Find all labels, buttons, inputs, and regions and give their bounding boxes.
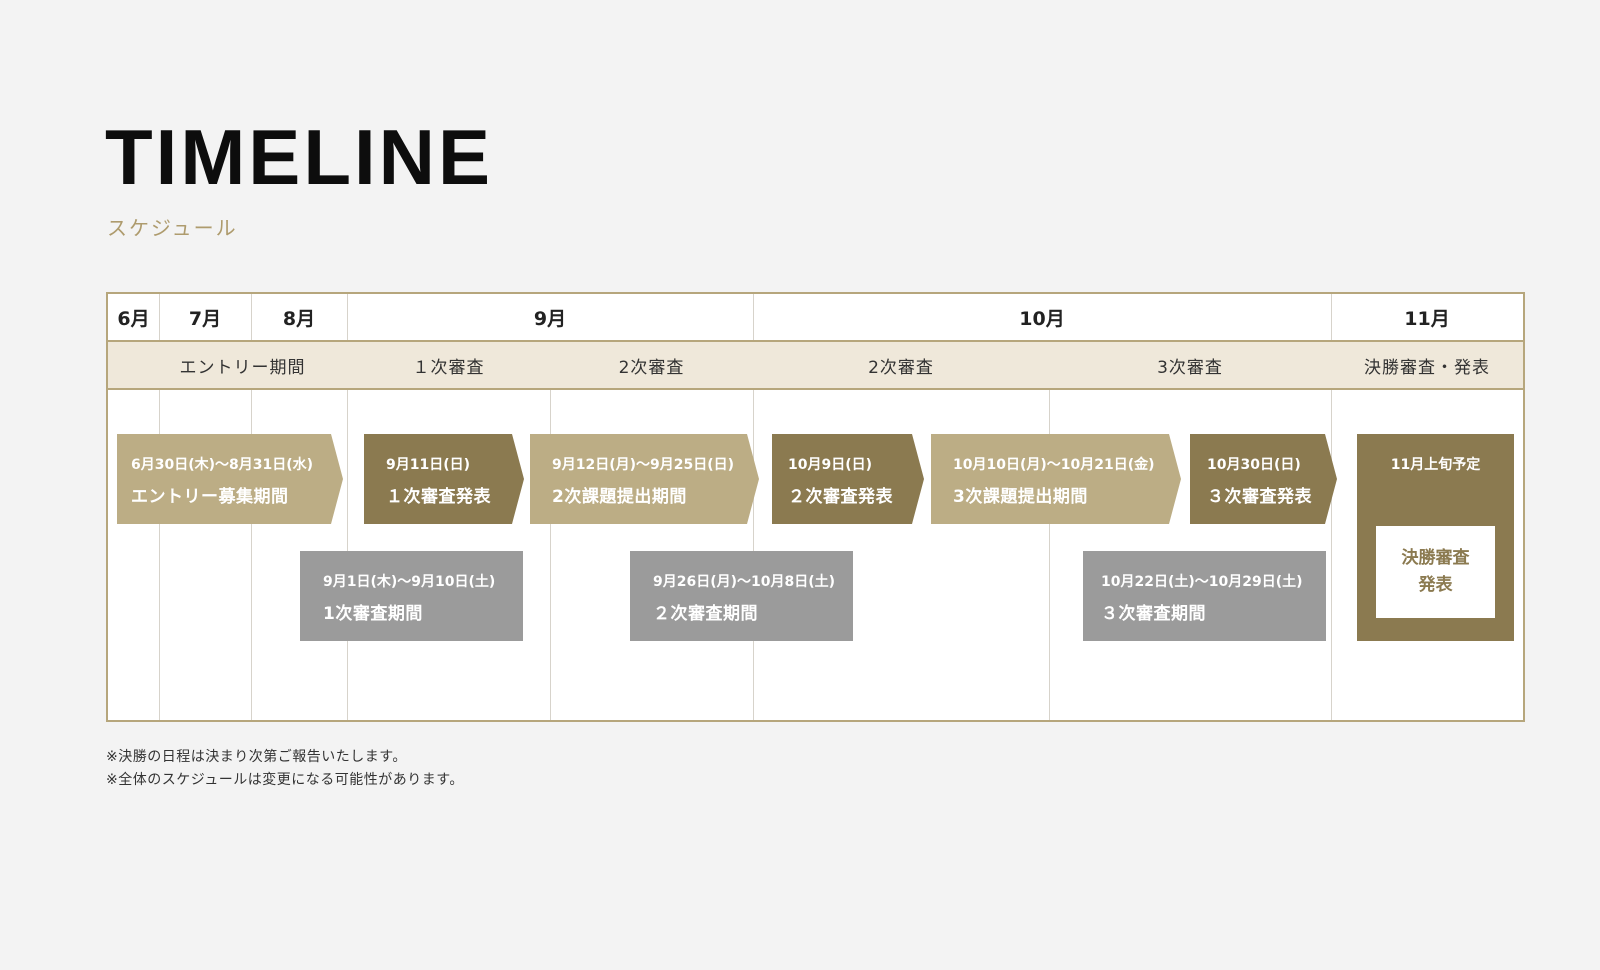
month-november: 11月 — [1404, 307, 1450, 330]
month-june: 6月 — [117, 307, 150, 330]
footnote: ※決勝の日程は決まり次第ご報告いたします。 — [106, 749, 407, 765]
divider-phase-3 — [1049, 342, 1050, 720]
phase-header-row: エントリー期間 １次審査 2次審査 2次審査 3次審査 決勝審査・発表 — [108, 342, 1523, 390]
month-august: 8月 — [282, 307, 316, 330]
divider-september — [753, 294, 754, 720]
review-label: ２次審査期間 — [653, 604, 758, 624]
event-date: 10月9日(日) — [788, 457, 873, 473]
review-label: ３次審査期間 — [1101, 604, 1206, 624]
review-date: 10月22日(土)〜10月29日(土) — [1101, 574, 1303, 590]
final-date: 11月上旬予定 — [1390, 457, 1481, 473]
review-period-2: 9月26日(月)〜10月8日(土) ２次審査期間 — [630, 551, 853, 641]
event-date: 10月10日(月)〜10月21日(金) — [953, 457, 1155, 473]
event-task3-submission: 10月10日(月)〜10月21日(金) 3次課題提出期間 — [931, 434, 1181, 524]
phase-review-1: １次審査 — [412, 357, 485, 378]
event-date: 10月30日(日) — [1207, 457, 1301, 473]
event-label: 3次課題提出期間 — [953, 487, 1088, 507]
timeline-board: 6月 7月 8月 9月 10月 11月 エントリー期間 １次審査 2次審査 2次… — [106, 292, 1525, 722]
event-date: 9月12日(月)〜9月25日(日) — [552, 457, 735, 473]
event-review3-announcement: 10月30日(日) ３次審査発表 — [1190, 434, 1337, 524]
event-label: １次審査発表 — [386, 487, 491, 507]
month-september: 9月 — [533, 307, 567, 330]
phase-review-2b: 2次審査 — [868, 357, 934, 378]
final-label-line2: 発表 — [1418, 575, 1453, 595]
event-date: 9月11日(日) — [386, 457, 471, 473]
month-july: 7月 — [188, 307, 222, 330]
month-october: 10月 — [1019, 307, 1065, 330]
phase-final: 決勝審査・発表 — [1364, 357, 1490, 378]
final-label-line1: 決勝審査 — [1401, 548, 1470, 568]
footnote: ※全体のスケジュールは変更になる可能性があります。 — [106, 772, 464, 788]
event-review1-announcement: 9月11日(日) １次審査発表 — [364, 434, 524, 524]
month-header-row: 6月 7月 8月 9月 10月 11月 — [108, 294, 1523, 342]
divider-october — [1331, 294, 1332, 720]
divider-phase-2a — [550, 342, 551, 720]
event-date: 6月30日(木)〜8月31日(水) — [131, 457, 314, 473]
review-date: 9月26日(月)〜10月8日(土) — [653, 574, 836, 590]
event-label: ３次審査発表 — [1207, 487, 1312, 507]
event-task2-submission: 9月12日(月)〜9月25日(日) 2次課題提出期間 — [530, 434, 759, 524]
final-review-box: 11月上旬予定 決勝審査 発表 — [1357, 434, 1514, 641]
phase-review-3: 3次審査 — [1157, 357, 1223, 378]
event-review2-announcement: 10月9日(日) ２次審査発表 — [772, 434, 924, 524]
divider-august — [347, 294, 348, 720]
phase-entry: エントリー期間 — [179, 357, 306, 378]
page-title: TIMELINE — [105, 113, 493, 201]
page-subtitle: スケジュール — [107, 216, 238, 240]
event-label: エントリー募集期間 — [131, 487, 289, 507]
review-period-3: 10月22日(土)〜10月29日(土) ３次審査期間 — [1083, 551, 1326, 641]
event-label: ２次審査発表 — [788, 487, 893, 507]
event-label: 2次課題提出期間 — [552, 487, 687, 507]
review-label: 1次審査期間 — [323, 604, 423, 624]
phase-review-2a: 2次審査 — [618, 357, 685, 378]
footnotes: ※決勝の日程は決まり次第ご報告いたします。 ※全体のスケジュールは変更になる可能… — [106, 746, 464, 792]
review-date: 9月1日(木)〜9月10日(土) — [323, 574, 496, 590]
event-entry-period: 6月30日(木)〜8月31日(水) エントリー募集期間 — [117, 434, 343, 524]
final-label-box: 決勝審査 発表 — [1376, 526, 1495, 618]
review-period-1: 9月1日(木)〜9月10日(土) 1次審査期間 — [300, 551, 523, 641]
